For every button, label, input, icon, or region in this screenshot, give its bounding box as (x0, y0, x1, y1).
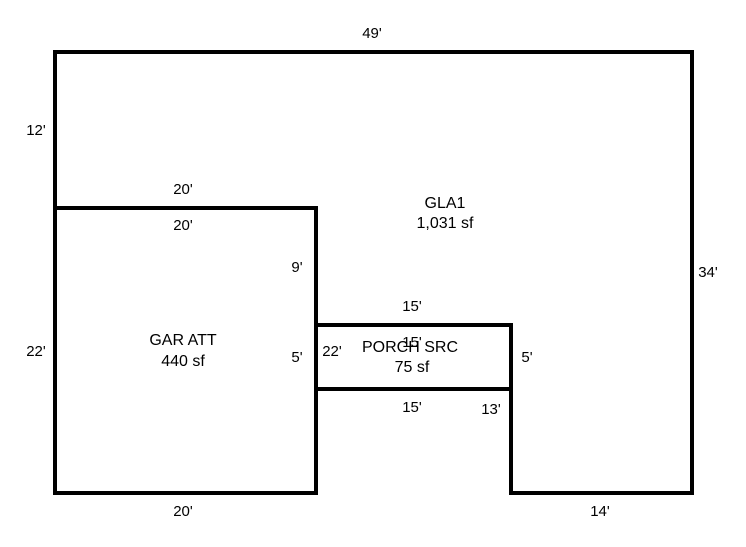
dim-porch-top: 15' (402, 298, 422, 315)
dim-porch-right: 5' (521, 349, 532, 366)
porch-name-label: PORCH SRC (362, 339, 458, 356)
dim-garage-right-mid: 5' (291, 349, 302, 366)
dim-garage-top-outer: 20' (173, 181, 193, 198)
garage-name-label: GAR ATT (149, 332, 216, 349)
dim-left-upper: 12' (26, 122, 46, 139)
dim-garage-right-inner: 22' (322, 343, 342, 360)
dim-garage-right-upper: 9' (291, 259, 302, 276)
gla1-area-label: 1,031 sf (417, 215, 474, 232)
dim-step-vertical: 13' (481, 401, 501, 418)
dim-right: 34' (698, 264, 718, 281)
garage-area-label: 440 sf (161, 353, 205, 370)
dim-left-lower: 22' (26, 343, 46, 360)
gla1-name-label: GLA1 (425, 195, 466, 212)
porch-area-label: 75 sf (395, 359, 430, 376)
dim-top: 49' (362, 25, 382, 42)
dim-porch-bottom: 15' (402, 399, 422, 416)
dim-porch-top-inner: 15' (402, 334, 422, 351)
garage-outline (53, 206, 318, 495)
dim-bottom-left: 20' (173, 503, 193, 520)
dim-bottom-right: 14' (590, 503, 610, 520)
porch-outline (314, 323, 513, 391)
dim-garage-top-inner: 20' (173, 217, 193, 234)
